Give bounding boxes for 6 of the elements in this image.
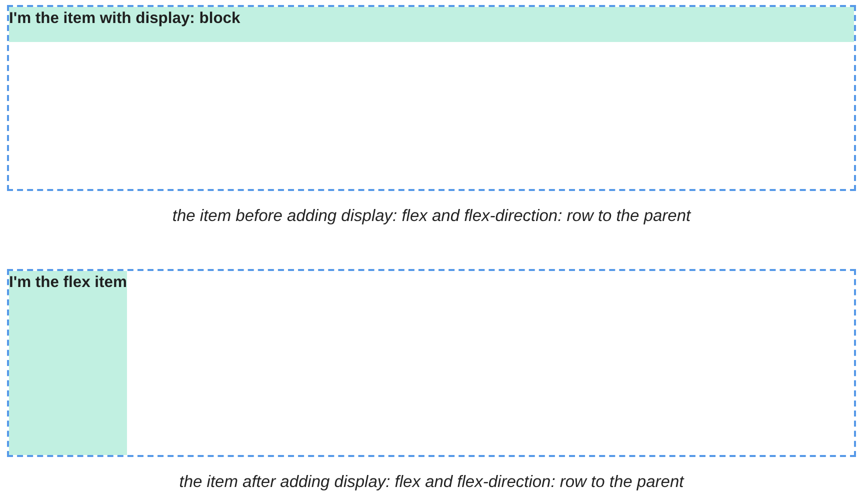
node-label: the item after adding display: flex and flex-direction: row to the parent [179,473,684,491]
flex-item: I'm the flex item [9,271,127,455]
dashed-container [7,269,856,457]
dashed-container [7,5,856,191]
node-label: the item before adding display: flex and flex-direction: row to the parent [172,207,691,225]
block-item: I'm the item with display: block [9,7,854,42]
